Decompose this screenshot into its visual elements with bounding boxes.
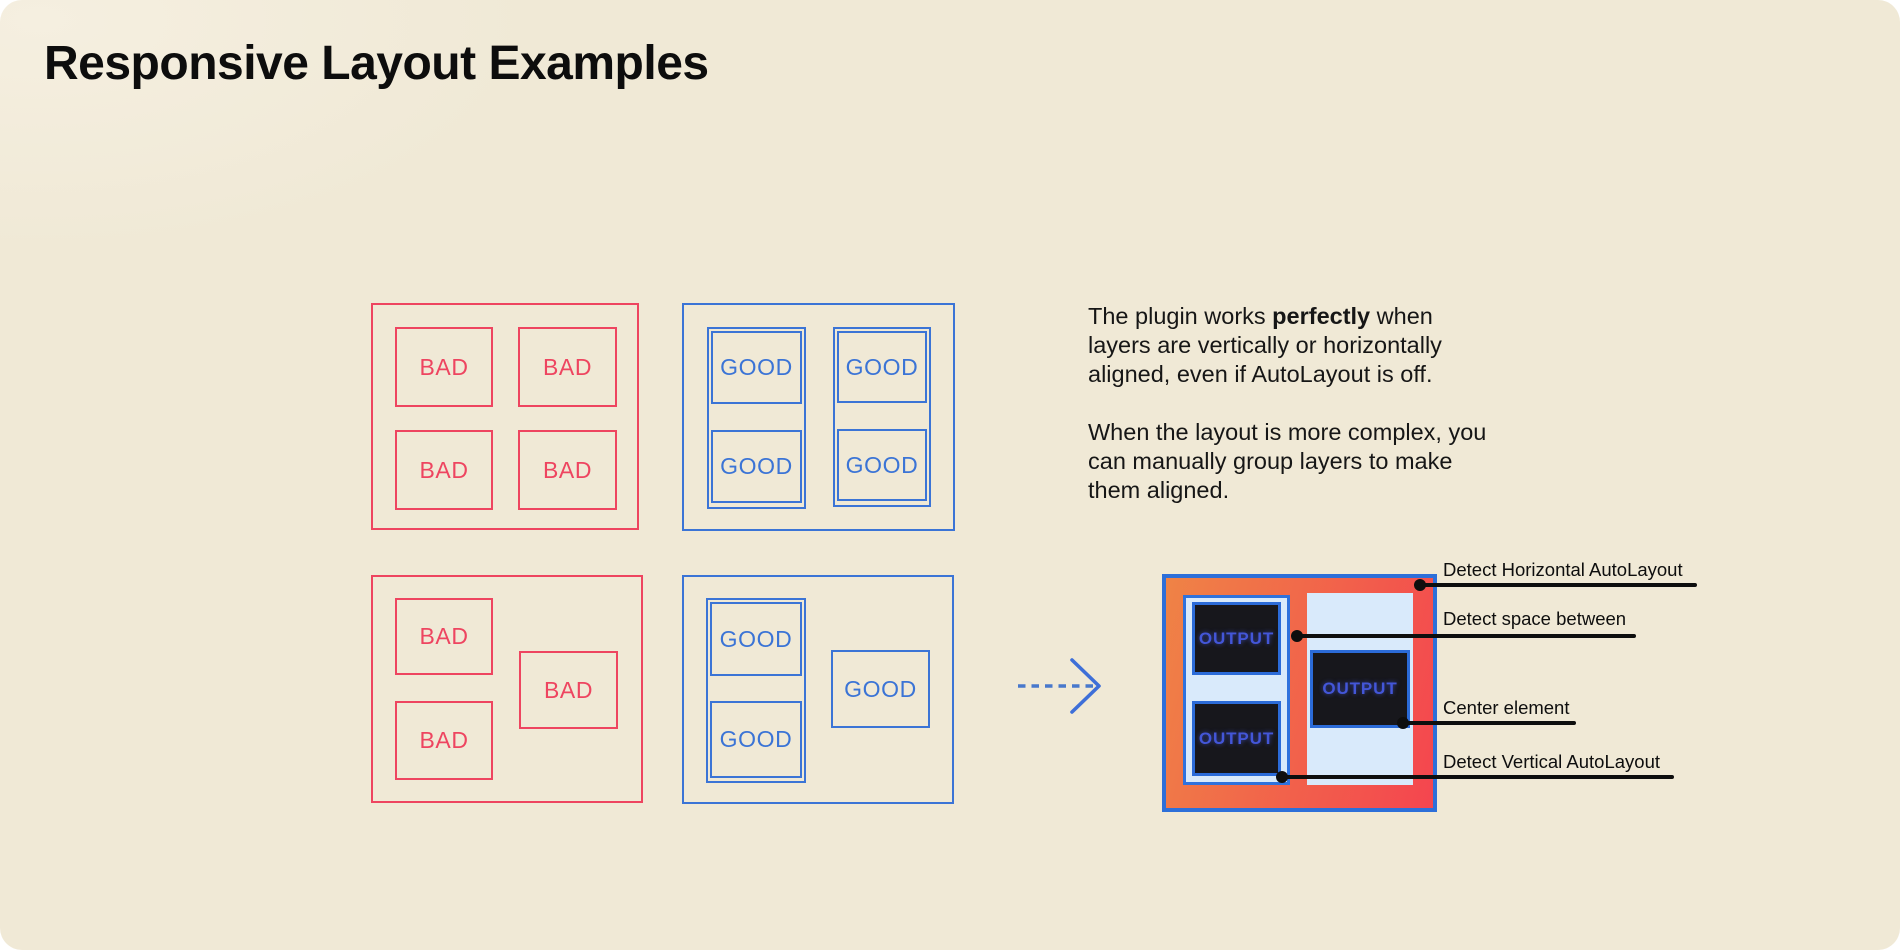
- good-box: GOOD: [711, 430, 802, 503]
- bad-box: BAD: [395, 327, 493, 407]
- bad-freeform-container: BAD BAD BAD: [371, 575, 643, 803]
- connector-dot: [1397, 717, 1409, 729]
- annotation-label-horizontal-autolayout: Detect Horizontal AutoLayout: [1443, 559, 1683, 580]
- good-box: GOOD: [831, 650, 930, 728]
- center-panel: OUTPUT: [1307, 593, 1413, 785]
- good-box: GOOD: [837, 331, 927, 403]
- bad-box: BAD: [519, 651, 618, 729]
- good-box: GOOD: [711, 331, 802, 404]
- good-group: GOOD GOOD: [833, 327, 931, 507]
- vertical-autolayout-group: OUTPUT OUTPUT: [1183, 595, 1290, 785]
- bad-grid-container: BAD BAD BAD BAD: [371, 303, 639, 530]
- annotation-connector-line: [1397, 717, 1576, 729]
- good-box: GOOD: [710, 602, 802, 676]
- good-box: GOOD: [710, 701, 802, 778]
- output-demo-frame: OUTPUT OUTPUT OUTPUT: [1162, 574, 1437, 812]
- page-title: Responsive Layout Examples: [44, 37, 709, 90]
- description-paragraph-1: The plugin works perfectly when layers a…: [1088, 303, 1442, 387]
- good-freeform-container: GOOD GOOD GOOD: [682, 575, 954, 804]
- bad-box: BAD: [518, 430, 617, 510]
- bold-word: perfectly: [1272, 303, 1371, 329]
- output-box: OUTPUT: [1192, 701, 1281, 776]
- annotation-connector-line: [1291, 630, 1636, 642]
- annotation-connector-line: [1414, 579, 1697, 591]
- flow-arrow-icon: [1018, 658, 1101, 714]
- annotation-label-space-between: Detect space between: [1443, 608, 1627, 629]
- connector-dot: [1291, 630, 1303, 642]
- output-box: OUTPUT: [1310, 650, 1410, 728]
- annotation-label-vertical-autolayout: Detect Vertical AutoLayout: [1443, 751, 1660, 772]
- bad-box: BAD: [395, 701, 493, 780]
- connector-dot: [1276, 771, 1288, 783]
- description-text: The plugin works perfectly when layers a…: [1088, 302, 1558, 505]
- good-group: GOOD GOOD: [707, 327, 806, 509]
- good-grid-container: GOOD GOOD GOOD GOOD: [682, 303, 955, 531]
- bad-box: BAD: [395, 598, 493, 675]
- bad-box: BAD: [395, 430, 493, 510]
- good-box: GOOD: [837, 429, 927, 501]
- connector-dot: [1414, 579, 1426, 591]
- annotation-connector-line: [1276, 771, 1674, 783]
- bad-box: BAD: [518, 327, 617, 407]
- annotation-label-center-element: Center element: [1443, 697, 1570, 718]
- description-paragraph-2: When the layout is more complex, you can…: [1088, 419, 1487, 503]
- output-box: OUTPUT: [1192, 602, 1281, 675]
- good-group: GOOD GOOD: [706, 598, 806, 783]
